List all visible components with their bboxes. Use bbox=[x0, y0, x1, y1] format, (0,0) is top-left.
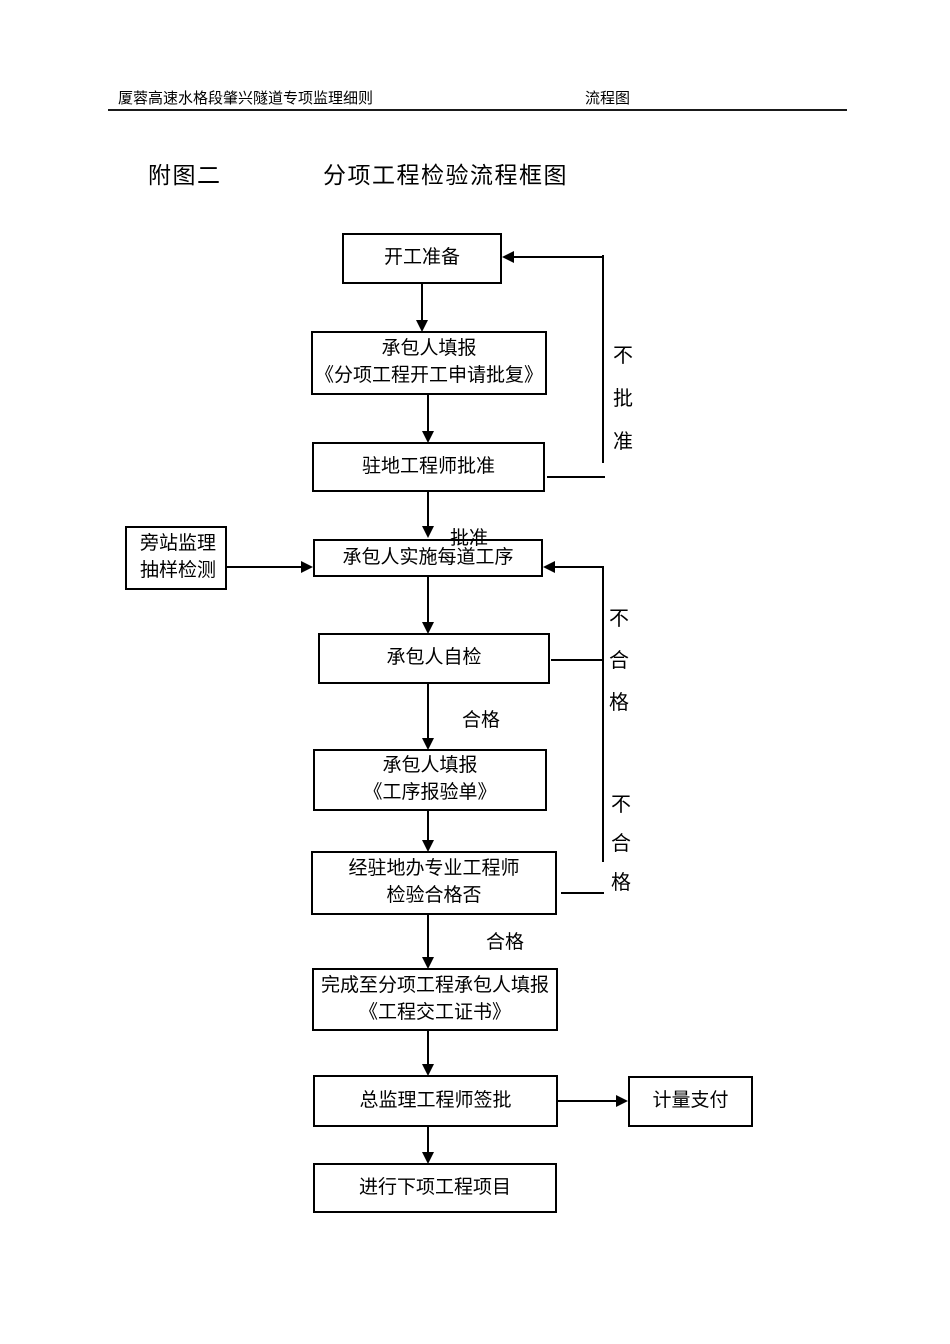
loop-not-qualified-from-engineer-check bbox=[561, 892, 604, 894]
node-next-project: 进行下项工程项目 bbox=[313, 1163, 557, 1213]
arrowhead-down-icon bbox=[422, 1064, 434, 1076]
edge-label-not-approved: 不批准 bbox=[613, 345, 633, 453]
arrowhead-right-icon bbox=[616, 1095, 628, 1107]
edge-label-not-qualified-1: 不合格 bbox=[609, 608, 629, 714]
arrowhead-left-icon bbox=[502, 251, 514, 263]
node-self-check-label: 承包人自检 bbox=[386, 647, 482, 669]
node-engineer-check: 经驻地办专业工程师 检验合格否 bbox=[311, 851, 557, 915]
connector-approve-to-implement bbox=[427, 492, 429, 526]
node-next-project-label: 进行下项工程项目 bbox=[358, 1176, 511, 1198]
arrowhead-down-icon bbox=[422, 431, 434, 443]
arrowhead-down-icon bbox=[422, 840, 434, 852]
edge-label-qualified-1: 合格 bbox=[462, 710, 501, 731]
connector-prep-to-fill-apply bbox=[421, 284, 423, 321]
node-prep: 开工准备 bbox=[342, 233, 502, 284]
arrowhead-left-icon bbox=[543, 561, 555, 573]
node-chief-sign-label: 总监理工程师签批 bbox=[359, 1089, 512, 1111]
node-complete-line2: 《工程交工证书》 bbox=[358, 1001, 511, 1023]
node-payment-label: 计量支付 bbox=[652, 1090, 729, 1112]
edge-label-approved: 批准 bbox=[450, 528, 489, 549]
node-fill-apply-line2: 《分项工程开工申请批复》 bbox=[314, 365, 543, 386]
arrowhead-down-icon bbox=[422, 622, 434, 634]
loop-not-approved-top bbox=[514, 256, 604, 258]
node-fill-apply-line1: 承包人填报 bbox=[381, 338, 477, 360]
node-fill-inspect-line1: 承包人填报 bbox=[382, 755, 478, 777]
arrowhead-right-icon bbox=[301, 561, 313, 573]
header-left-text: 厦蓉高速水格段肇兴隧道专项监理细则 bbox=[118, 91, 374, 107]
node-resident-approve-label: 驻地工程师批准 bbox=[361, 455, 495, 477]
loop-not-approved-vertical bbox=[602, 255, 604, 463]
loop-not-qualified-from-self-check bbox=[551, 659, 604, 661]
header-right-text: 流程图 bbox=[585, 91, 631, 107]
node-complete: 完成至分项工程承包人填报 《工程交工证书》 bbox=[312, 968, 558, 1031]
node-side-inspection-line2: 抽样检测 bbox=[140, 560, 217, 581]
connector-engineer-check-to-complete bbox=[427, 915, 429, 957]
page-title: 分项工程检验流程框图 bbox=[323, 163, 568, 188]
node-implement: 承包人实施每道工序 bbox=[313, 539, 543, 577]
connector-implement-to-self-check bbox=[427, 577, 429, 622]
node-payment: 计量支付 bbox=[628, 1076, 753, 1127]
edge-label-not-qualified-2: 不合格 bbox=[611, 794, 631, 894]
connector-fill-inspect-to-engineer-check bbox=[427, 811, 429, 840]
node-self-check: 承包人自检 bbox=[318, 633, 550, 684]
node-implement-label: 承包人实施每道工序 bbox=[342, 546, 514, 568]
node-side-inspection: 旁站监理 抽样检测 bbox=[125, 526, 227, 590]
node-engineer-check-line1: 经驻地办专业工程师 bbox=[348, 858, 520, 880]
node-fill-inspect-line2: 《工序报验单》 bbox=[363, 782, 497, 803]
arrowhead-down-icon bbox=[422, 957, 434, 969]
figure-number-label: 附图二 bbox=[148, 163, 222, 188]
loop-not-approved-bottom bbox=[547, 476, 605, 478]
loop-not-qualified-top bbox=[555, 566, 604, 568]
arrowhead-down-icon bbox=[422, 1152, 434, 1164]
arrowhead-down-icon bbox=[416, 320, 428, 332]
node-complete-line1: 完成至分项工程承包人填报 bbox=[320, 974, 549, 996]
loop-not-qualified-vertical bbox=[602, 566, 604, 862]
connector-chief-sign-to-payment bbox=[558, 1100, 618, 1102]
node-prep-label: 开工准备 bbox=[383, 247, 460, 269]
node-fill-apply: 承包人填报 《分项工程开工申请批复》 bbox=[311, 331, 547, 395]
node-engineer-check-line2: 检验合格否 bbox=[386, 885, 482, 906]
arrowhead-down-icon bbox=[422, 738, 434, 750]
node-chief-sign: 总监理工程师签批 bbox=[313, 1075, 558, 1127]
connector-complete-to-chief-sign bbox=[427, 1031, 429, 1064]
connector-chief-sign-to-next-project bbox=[427, 1127, 429, 1152]
header-rule bbox=[108, 109, 847, 111]
connector-side-inspection-to-implement bbox=[227, 566, 303, 568]
connector-fill-apply-to-approve bbox=[427, 395, 429, 431]
connector-self-check-to-fill-inspect bbox=[427, 684, 429, 738]
node-resident-approve: 驻地工程师批准 bbox=[312, 442, 545, 492]
node-fill-inspect: 承包人填报 《工序报验单》 bbox=[313, 749, 547, 811]
node-side-inspection-line1: 旁站监理 bbox=[140, 533, 217, 555]
edge-label-qualified-2: 合格 bbox=[486, 932, 525, 953]
arrowhead-down-icon bbox=[422, 526, 434, 538]
